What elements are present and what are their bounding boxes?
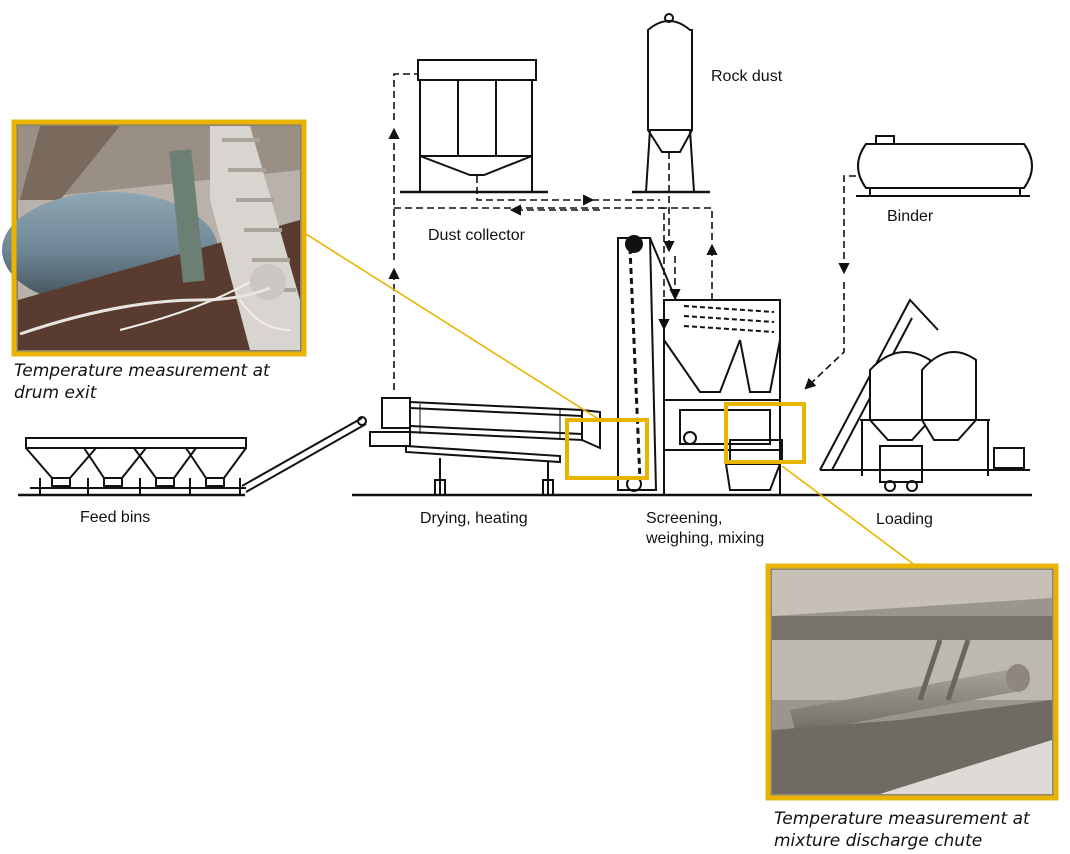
- rock-dust-label: Rock dust: [711, 68, 783, 85]
- discharge-chute-photo: [765, 563, 1059, 801]
- callout-lines: [305, 233, 917, 567]
- drum-exit-caption-line2: drum exit: [14, 383, 97, 403]
- binder-label: Binder: [887, 208, 934, 225]
- dust-collector: [400, 59, 548, 194]
- dust-collector-label: Dust collector: [428, 227, 525, 244]
- screening-label: Screening,: [646, 510, 723, 527]
- rock-dust-silo: [632, 13, 710, 194]
- discharge-chute-highlight: [724, 402, 806, 464]
- mixing-tower: [663, 299, 783, 495]
- feed-bins: [25, 437, 247, 495]
- highlight-boxes: [565, 402, 806, 480]
- discharge-caption-line1: Temperature measurement at: [774, 809, 1030, 829]
- loading-label: Loading: [876, 511, 933, 528]
- drying-heating-label: Drying, heating: [420, 510, 528, 527]
- weighing-mixing-label: weighing, mixing: [646, 530, 765, 547]
- drum-exit-caption-line1: Temperature measurement at: [14, 361, 270, 381]
- drum-exit-highlight: [565, 418, 649, 480]
- drying-drum: [369, 397, 601, 496]
- binder-tank: [856, 135, 1033, 197]
- discharge-caption-line2: mixture discharge chute: [774, 831, 983, 851]
- feed-conveyor: [241, 416, 367, 493]
- drum-exit-photo: [2, 119, 307, 357]
- feed-bins-label: Feed bins: [80, 509, 151, 526]
- flow-lines: [388, 73, 856, 390]
- loading-silos: [819, 298, 1030, 492]
